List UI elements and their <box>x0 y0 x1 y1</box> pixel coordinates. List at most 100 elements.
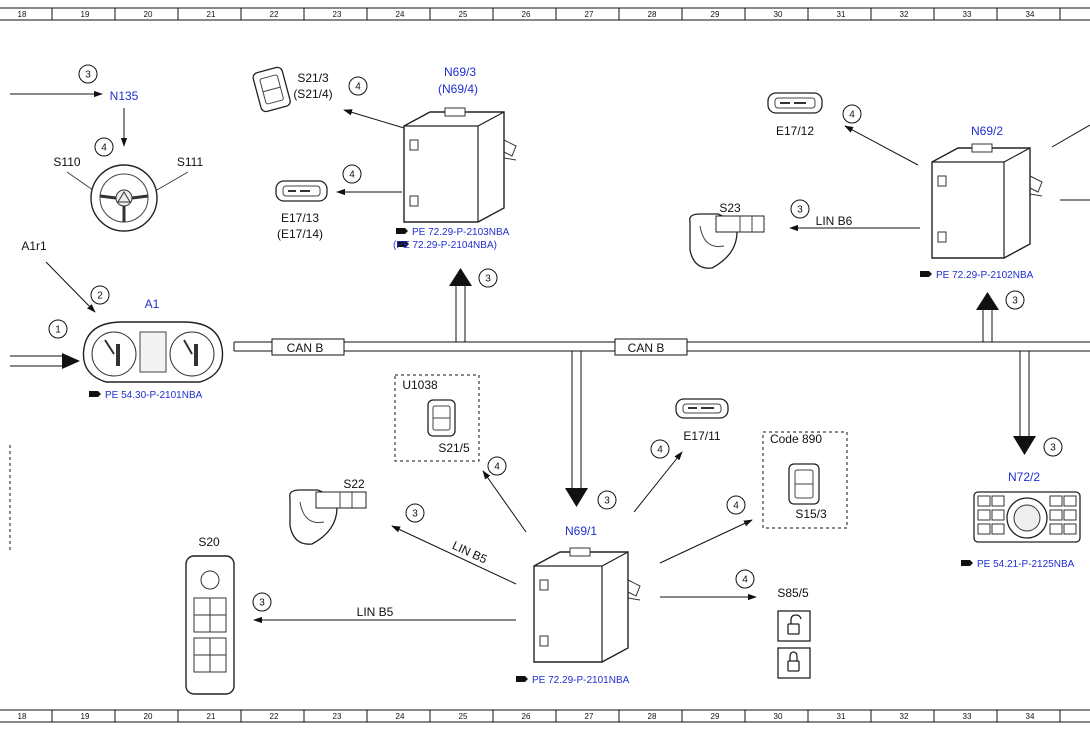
component-label-e17-12: E17/12 <box>776 124 814 138</box>
can-branch-n69-2 <box>976 292 999 342</box>
component-label-n72-2: N72/2 <box>1008 470 1040 484</box>
callout-marker-m4-s21-3: 4 <box>348 76 368 96</box>
component-label-s21-3: S21/3 <box>297 71 329 85</box>
pointing-hand-icon <box>89 391 101 397</box>
callout-marker-m1: 1 <box>48 319 68 339</box>
callout-number: 3 <box>485 274 491 285</box>
reference-ref-a1: PE 54.30-P-2101NBA <box>89 390 203 401</box>
component-label-s22: S22 <box>343 477 365 491</box>
callout-marker-m4-code890: 4 <box>726 495 746 515</box>
grid-label-top: 31 <box>837 10 846 19</box>
grid-label-bottom: 26 <box>522 712 531 721</box>
callout-marker-m3-s23: 3 <box>790 199 810 219</box>
can-branch-n69-1 <box>565 351 588 507</box>
grid-label-top: 27 <box>585 10 594 19</box>
pointing-hand-icon <box>961 560 973 566</box>
component-label-s21-4: (S21/4) <box>293 87 332 101</box>
callout-marker-m3-n72-2: 3 <box>1043 437 1063 457</box>
callout-number: 4 <box>494 462 500 473</box>
grid-label-bottom: 20 <box>144 712 153 721</box>
callout-number: 3 <box>412 509 418 520</box>
seat-switch-s22-icon <box>289 489 367 545</box>
callout-marker-m3-n69-3: 3 <box>478 268 498 288</box>
component-label-s85-5: S85/5 <box>777 586 809 600</box>
reference-text: PE 72.29-P-2102NBA <box>936 270 1034 281</box>
reference-ref-n72-2: PE 54.21-P-2125NBA <box>961 559 1075 570</box>
reference-text: PE 72.29-P-2103NBA <box>412 227 510 238</box>
switch-s21-3-icon <box>252 66 291 113</box>
component-label-s23: S23 <box>719 201 741 215</box>
reference-ref-n69-1: PE 72.29-P-2101NBA <box>516 675 630 686</box>
callout-number: 4 <box>349 170 355 181</box>
unlock-button-icon <box>777 610 811 642</box>
can-branch-n69-3 <box>449 268 472 342</box>
callout-number: 3 <box>1050 443 1056 454</box>
window-switch-panel-s20-icon <box>185 555 235 695</box>
grid-ruler-bottom <box>0 709 1090 723</box>
reference-text: PE 54.30-P-2101NBA <box>105 390 203 401</box>
component-label-n69-2: N69/2 <box>971 124 1003 138</box>
grid-label-top: 34 <box>1026 10 1035 19</box>
grid-label-bottom: 22 <box>270 712 279 721</box>
pointing-hand-icon <box>397 241 409 247</box>
component-label-s110: S110 <box>53 155 80 169</box>
module-n69-3-icon <box>403 107 517 223</box>
callout-number: 3 <box>797 205 803 216</box>
seat-switch-s23-icon <box>689 213 765 269</box>
callout-marker-m4-wheel: 4 <box>94 137 114 157</box>
pointing-hand-icon <box>516 676 528 682</box>
grid-label-top: 26 <box>522 10 531 19</box>
code-890-option-box <box>762 431 848 529</box>
can-b-label-box-right <box>614 338 688 356</box>
lamp-e17-12-icon <box>767 92 823 114</box>
component-label-n69-1: N69/1 <box>565 524 597 538</box>
can-bus <box>233 338 1090 356</box>
pointing-hand-icon <box>396 228 408 234</box>
callout-marker-m3-n69-1: 3 <box>597 490 617 510</box>
can-branch-n72-2 <box>1013 351 1036 455</box>
component-label-s111: S111 <box>177 155 204 169</box>
callout-marker-m3-n135: 3 <box>78 64 98 84</box>
grid-label-bottom: 34 <box>1026 712 1035 721</box>
callout-marker-m4-e17-12: 4 <box>842 104 862 124</box>
callout-number: 3 <box>85 70 91 81</box>
module-n69-1-icon <box>533 547 641 663</box>
component-label-n135: N135 <box>110 89 139 103</box>
callout-marker-m4-e17-13: 4 <box>342 164 362 184</box>
component-label-s20: S20 <box>198 535 220 549</box>
callout-number: 4 <box>849 110 855 121</box>
bus-label-can-b-left: CAN B <box>287 341 324 355</box>
reference-ref-n69-3: PE 72.29-P-2103NBA <box>396 227 510 238</box>
bus-label-lin-b5-lower: LIN B5 <box>357 605 394 619</box>
component-label-code-890: Code 890 <box>770 432 822 446</box>
lamp-e17-11-icon <box>675 398 729 419</box>
grid-label-bottom: 31 <box>837 712 846 721</box>
grid-label-top: 32 <box>900 10 909 19</box>
callout-number: 4 <box>742 575 748 586</box>
reference-ref-n69-2: PE 72.29-P-2102NBA <box>920 270 1034 281</box>
reference-text: (PE 72.29-P-2104NBA) <box>393 240 497 251</box>
grid-label-top: 18 <box>18 10 27 19</box>
grid-label-bottom: 18 <box>18 712 27 721</box>
reference-text: PE 54.21-P-2125NBA <box>977 559 1075 570</box>
grid-label-top: 22 <box>270 10 279 19</box>
grid-label-bottom: 29 <box>711 712 720 721</box>
callout-number: 4 <box>657 445 663 456</box>
callout-number: 3 <box>604 496 610 507</box>
grid-label-bottom: 30 <box>774 712 783 721</box>
grid-ruler-top <box>0 7 1090 21</box>
grid-label-bottom: 32 <box>900 712 909 721</box>
signal-arrows <box>10 90 1090 624</box>
component-label-n69-3: N69/3 <box>444 65 476 79</box>
reference-ref-n69-4: (PE 72.29-P-2104NBA) <box>393 240 497 251</box>
callout-number: 3 <box>1012 296 1018 307</box>
component-label-e17-13: E17/13 <box>281 211 319 225</box>
lock-button-icon <box>777 647 811 679</box>
grid-label-top: 33 <box>963 10 972 19</box>
module-n69-2-icon <box>931 143 1043 259</box>
component-label-e17-11: E17/11 <box>683 429 720 443</box>
callout-marker-m4-e17-11: 4 <box>650 439 670 459</box>
callout-number: 4 <box>733 501 739 512</box>
